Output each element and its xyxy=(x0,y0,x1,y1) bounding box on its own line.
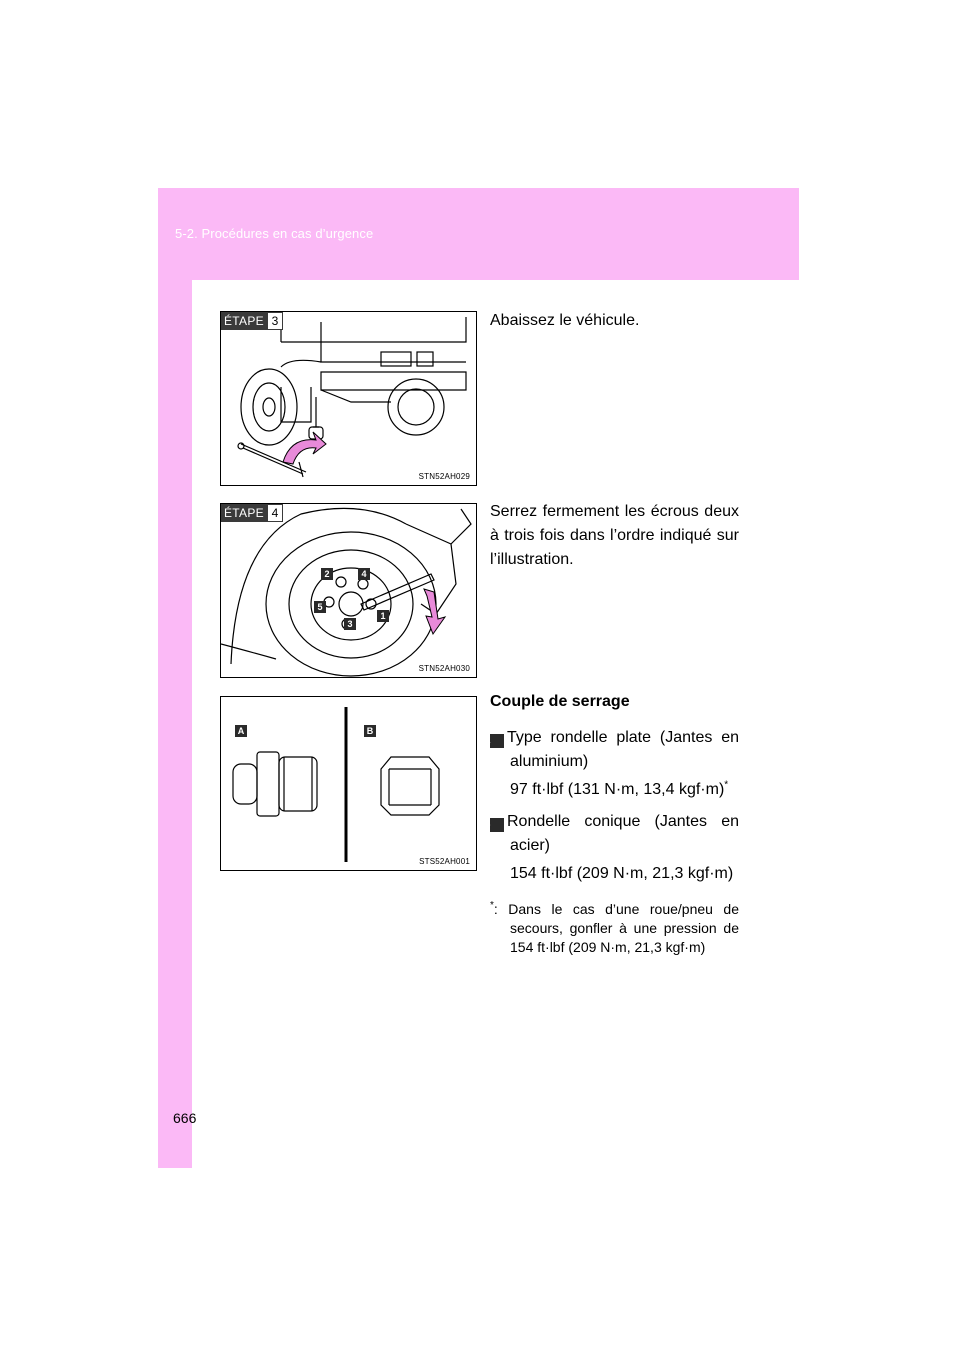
step-number: 3 xyxy=(266,312,283,330)
note-mark: * xyxy=(724,779,729,791)
nut-label-2: 2 xyxy=(321,568,333,580)
step4-badge: ÉTAPE 4 xyxy=(221,504,283,522)
nut-label-3: 3 xyxy=(344,618,356,630)
footnote-symbol: * xyxy=(490,900,494,911)
step3-badge: ÉTAPE 3 xyxy=(221,312,283,330)
torque-value-b: 154 ft·lbf (209 N·m, 21,3 kgf·m) xyxy=(510,865,734,882)
figure-label-b: B xyxy=(364,725,376,737)
wheel-tightening-illustration xyxy=(221,507,472,677)
step4-figure: 2 4 5 3 1 ÉTAPE 4 STN52AH030 xyxy=(220,503,477,678)
nut-label-4: 4 xyxy=(358,568,370,580)
torque-heading: Couple de serrage xyxy=(490,693,630,710)
torque-value-a: 97 ft·lbf (131 N·m, 13,4 kgf·m) xyxy=(510,781,725,798)
step-word: ÉTAPE xyxy=(221,504,267,522)
section-title: 5-2. Procédures en cas d’urgence xyxy=(175,226,374,241)
vehicle-lowering-illustration xyxy=(237,317,467,478)
lug-nut-types-illustration xyxy=(232,707,440,862)
step-number: 4 xyxy=(266,504,283,522)
image-code: STS52AH001 xyxy=(419,857,470,866)
torque-item-value: 97 ft·lbf (131 N·m, 13,4 kgf·m)* xyxy=(490,778,739,802)
marker-a: A xyxy=(483,734,504,748)
step4-text: Serrez fermement les écrous deux à trois… xyxy=(490,503,739,568)
footnote: *: Dans le cas d’une roue/pneu de secour… xyxy=(490,896,739,957)
nut-label-1: 1 xyxy=(377,610,389,622)
step-word: ÉTAPE xyxy=(221,312,267,330)
torque-item-label: Rondelle conique (Jantes en acier) xyxy=(507,813,739,854)
side-band xyxy=(158,188,192,1168)
nut-label-5: 5 xyxy=(314,601,326,613)
rotation-arrow xyxy=(423,588,447,636)
marker-b: B xyxy=(483,818,504,832)
footnote-text: : Dans le cas d’une roue/pneu de secours… xyxy=(493,901,739,955)
torque-figure: A B STS52AH001 xyxy=(220,696,477,871)
step3-figure: ÉTAPE 3 STN52AH029 xyxy=(220,311,477,486)
image-code: STN52AH029 xyxy=(418,472,470,481)
image-code: STN52AH030 xyxy=(418,664,470,673)
torque-item-label: Type rondelle plate (Jantes en aluminium… xyxy=(507,729,739,770)
figure-label-a: A xyxy=(235,725,247,737)
step3-text: Abaissez le véhicule. xyxy=(490,312,640,329)
rotation-arrow xyxy=(282,431,327,465)
header-band xyxy=(158,188,799,280)
page-number: 666 xyxy=(173,1110,197,1126)
